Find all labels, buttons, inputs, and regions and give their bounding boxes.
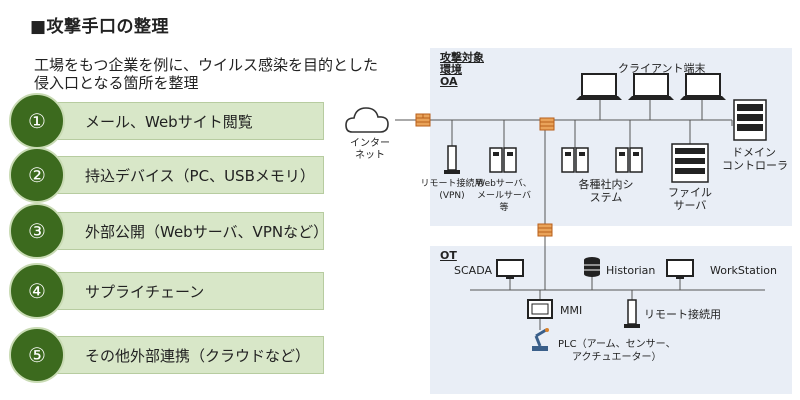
entry-number-3: ③ xyxy=(9,203,65,259)
entry-number-2: ② xyxy=(9,147,65,203)
internal-system-label-line-1: 各種社内シ xyxy=(578,178,634,191)
entry-number-4: ④ xyxy=(9,263,65,319)
web-mail-server-label-line-2: メールサーバ xyxy=(477,191,531,201)
firewall-icon xyxy=(539,117,555,131)
oa-header-line-2: 環境 xyxy=(440,63,462,76)
workstation-label: WorkStation xyxy=(710,264,777,277)
database-icon xyxy=(584,257,600,277)
domain-controller-label: ドメイン コントローラ xyxy=(722,146,788,172)
entry-item-2: ② 持込デバイス（PC、USBメモリ） xyxy=(9,147,324,203)
internet-label-line-2: ネット xyxy=(355,150,385,161)
cloud-icon xyxy=(345,107,389,133)
server-tower-icon xyxy=(561,147,589,173)
server-rack-icon xyxy=(733,99,767,141)
intro-text: 工場をもつ企業を例に、ウイルス感染を目的とした 侵入口となる箇所を整理 xyxy=(34,56,378,92)
entry-label-5: その他外部連携（クラウドなど） xyxy=(85,347,311,365)
file-server-icon xyxy=(671,143,709,183)
scada-label: SCADA xyxy=(454,264,492,277)
entry-item-1: ① メール、Webサイト閲覧 xyxy=(9,93,324,149)
entry-number-1: ① xyxy=(9,93,65,149)
oa-header-line-1: 攻撃対象 xyxy=(440,51,484,64)
monitor-icon xyxy=(666,259,694,279)
remote-vpn-label-line-2: (VPN) xyxy=(439,191,465,201)
plc-label: PLC（アーム、センサー、 アクチュエーター） xyxy=(558,338,676,364)
web-mail-server-label-line-1: Webサーバ、 xyxy=(476,179,532,189)
entry-label-3: 外部公開（Webサーバ、VPNなど） xyxy=(85,223,329,241)
entry-item-4: ④ サプライチェーン xyxy=(9,263,324,319)
intro-line-2: 侵入口となる箇所を整理 xyxy=(34,74,199,92)
domain-controller-label-line-1: ドメイン xyxy=(732,146,776,159)
web-mail-server-label-line-3: 等 xyxy=(499,203,509,213)
plc-label-line-1: PLC（アーム、センサー、 xyxy=(558,339,676,350)
monitor-icon xyxy=(496,259,524,279)
historian-label: Historian xyxy=(606,264,656,277)
firewall-icon xyxy=(537,223,553,237)
firewall-icon xyxy=(415,113,431,127)
remote-vpn-label: リモート接続用 (VPN) xyxy=(414,178,490,202)
file-server-label-line-2: サーバ xyxy=(673,199,707,212)
remote-device-icon xyxy=(444,145,460,174)
internet-label-line-1: インター xyxy=(350,138,390,149)
server-tower-icon xyxy=(615,147,643,173)
remote-device-icon xyxy=(624,299,640,328)
ot-panel xyxy=(430,246,792,394)
laptop-icon xyxy=(680,73,726,100)
entry-number-5: ⑤ xyxy=(9,327,65,383)
plc-label-line-2: アクチュエーター） xyxy=(572,352,662,363)
internet-label: インター ネット xyxy=(350,138,390,162)
entry-label-2: 持込デバイス（PC、USBメモリ） xyxy=(85,167,315,185)
entry-item-3: ③ 外部公開（Webサーバ、VPNなど） xyxy=(9,203,328,259)
internal-system-label: 各種社内シ ステム xyxy=(574,178,638,204)
ot-header: OT xyxy=(440,249,457,262)
entry-item-5: ⑤ その他外部連携（クラウドなど） xyxy=(9,327,324,383)
laptop-icon xyxy=(628,73,674,100)
server-tower-icon xyxy=(489,147,517,173)
domain-controller-label-line-2: コントローラ xyxy=(722,159,788,172)
file-server-label-line-1: ファイル xyxy=(668,186,712,199)
mmi-label: MMI xyxy=(560,304,583,317)
intro-line-1: 工場をもつ企業を例に、ウイルス感染を目的とした xyxy=(34,56,378,74)
file-server-label: ファイル サーバ xyxy=(664,186,716,212)
entry-label-1: メール、Webサイト閲覧 xyxy=(85,113,253,131)
oa-header: 攻撃対象 環境 OA xyxy=(440,52,484,88)
oa-header-line-3: OA xyxy=(440,75,458,88)
entry-label-4: サプライチェーン xyxy=(85,283,205,301)
remote-vpn-label-line-1: リモート接続用 xyxy=(420,179,484,189)
web-mail-server-label: Webサーバ、 メールサーバ 等 xyxy=(476,178,532,214)
laptop-icon xyxy=(576,73,622,100)
page-title: ■攻撃手口の整理 xyxy=(30,17,170,37)
client-terminal-label: クライアント端末 xyxy=(618,62,706,75)
mmi-panel-icon xyxy=(527,299,553,319)
robot-arm-icon xyxy=(532,328,549,351)
ot-remote-label: リモート接続用 xyxy=(644,308,721,321)
internal-system-label-line-2: ステム xyxy=(589,191,623,204)
